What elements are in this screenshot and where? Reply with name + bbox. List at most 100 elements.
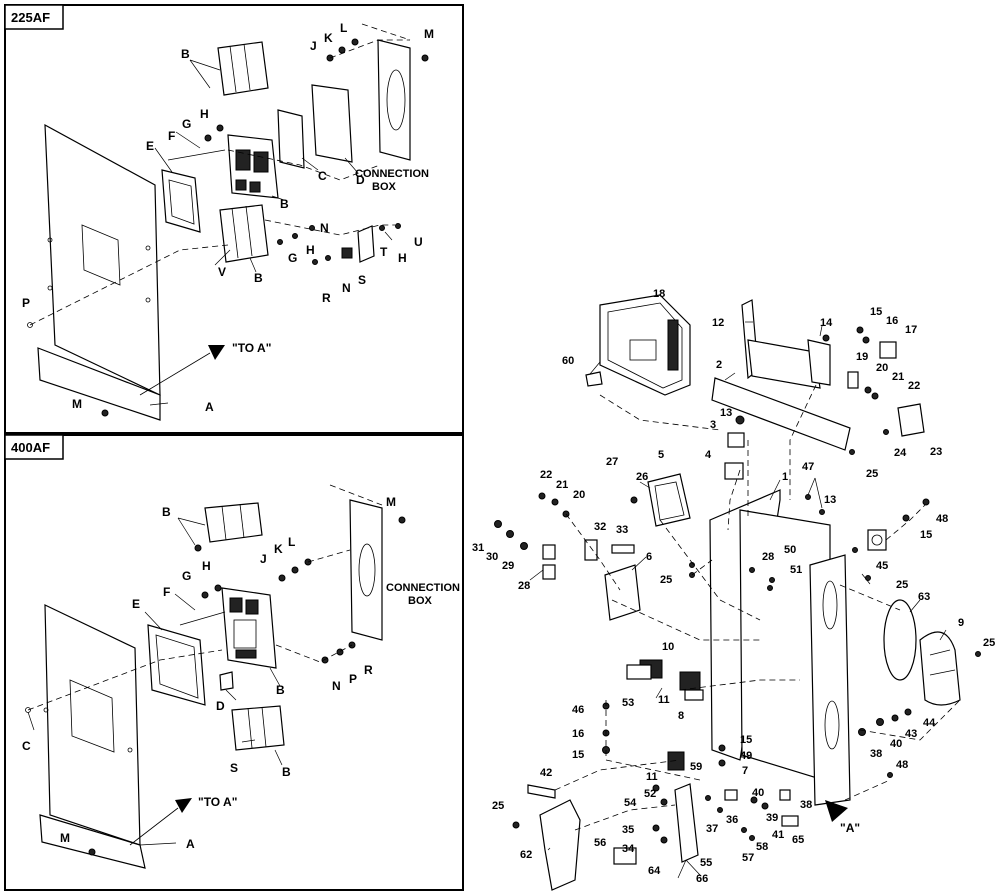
callout-m: M xyxy=(72,397,82,411)
callout-39: 39 xyxy=(766,812,778,824)
callout-65: 65 xyxy=(792,834,804,846)
callout-28: 28 xyxy=(762,551,774,563)
callout-25: 25 xyxy=(492,800,504,812)
terminal-cover-bottom-225 xyxy=(219,204,269,263)
callout-j: J xyxy=(260,552,267,566)
callout-g: G xyxy=(182,117,191,131)
part-65 xyxy=(781,815,799,827)
relay-17 xyxy=(879,341,897,359)
callout-34: 34 xyxy=(622,843,635,855)
callout-c: C xyxy=(318,169,327,183)
callout-j: J xyxy=(310,39,317,53)
callout-9: 9 xyxy=(958,617,964,629)
callout-60: 60 xyxy=(562,355,574,367)
callout-64: 64 xyxy=(648,865,661,877)
callout-25: 25 xyxy=(896,579,908,591)
clip-60 xyxy=(585,371,603,387)
callout-d: D xyxy=(356,173,365,187)
callout-n: N xyxy=(332,679,341,693)
callout-26: 26 xyxy=(636,471,648,483)
callout-7: 7 xyxy=(742,765,748,777)
callout-30: 30 xyxy=(486,551,498,563)
callout-41: 41 xyxy=(772,829,784,841)
hardware-400 xyxy=(25,516,406,856)
callout-62: 62 xyxy=(520,849,532,861)
terminal-board-55 xyxy=(674,783,699,863)
part-3 xyxy=(727,432,745,448)
callout-33: 33 xyxy=(616,524,628,536)
callout-22: 22 xyxy=(540,469,552,481)
callout-23: 23 xyxy=(930,446,942,458)
callout-r: R xyxy=(322,291,331,305)
callout-s: S xyxy=(230,761,238,775)
door-panel-400 xyxy=(39,604,146,869)
callout-25: 25 xyxy=(983,637,995,649)
part-11 xyxy=(679,671,701,691)
callout-22: 22 xyxy=(908,380,920,392)
callout-27: 27 xyxy=(606,456,618,468)
callout-44: 44 xyxy=(923,717,936,729)
callout-b: B xyxy=(162,505,171,519)
leader-lines-400 xyxy=(27,517,283,846)
mounting-bracket-225 xyxy=(311,84,353,163)
breaker-225 xyxy=(227,134,279,199)
callout-b: B xyxy=(280,197,289,211)
callout-40: 40 xyxy=(890,738,902,750)
callout-11: 11 xyxy=(646,771,658,783)
part-59 xyxy=(667,751,685,771)
callout-55: 55 xyxy=(700,857,712,869)
arrow-to-a-400 xyxy=(129,798,192,846)
callout-49: 49 xyxy=(740,750,752,762)
callout-k: K xyxy=(274,542,283,556)
callout-5: 5 xyxy=(658,449,664,461)
callout-s: S xyxy=(358,273,366,287)
arrow-to-a-225 xyxy=(139,345,225,396)
main-assembly: "A" 18 12 14 15 16 xyxy=(472,288,995,891)
part-28b xyxy=(542,564,556,580)
callout-6: 6 xyxy=(646,551,652,563)
callout-b: B xyxy=(181,47,190,61)
cover-9 xyxy=(919,631,961,706)
callout-58: 58 xyxy=(756,841,768,853)
callout-n: N xyxy=(342,281,351,295)
callout-13: 13 xyxy=(824,494,836,506)
callout-31: 31 xyxy=(472,542,484,554)
callout-b: B xyxy=(282,765,291,779)
callout-56: 56 xyxy=(594,837,606,849)
assembly-lines-400 xyxy=(27,484,383,711)
panel-400af-header: 400AF xyxy=(11,440,50,455)
callout-f: F xyxy=(163,585,170,599)
callout-35: 35 xyxy=(622,824,634,836)
callout-16: 16 xyxy=(886,315,898,327)
callout-50: 50 xyxy=(784,544,796,556)
to-a-label-225: "TO A" xyxy=(232,341,271,355)
callout-15: 15 xyxy=(572,749,584,761)
callout-l: L xyxy=(340,21,347,35)
callout-m: M xyxy=(60,831,70,845)
callout-14: 14 xyxy=(820,317,833,329)
callout-u: U xyxy=(414,235,423,249)
callout-a: A xyxy=(205,400,214,414)
callout-66: 66 xyxy=(696,873,708,885)
handle-frame-225 xyxy=(161,169,201,233)
callout-h: H xyxy=(202,559,211,573)
callouts-225: B J K L M G H F E C D B N G H U V B T H … xyxy=(22,21,434,414)
insulator-plate-225 xyxy=(277,109,305,169)
callout-k: K xyxy=(324,31,333,45)
callout-52: 52 xyxy=(644,788,656,800)
callout-c: C xyxy=(22,739,31,753)
callouts-main: 18 12 14 15 16 17 60 2 19 20 21 22 13 23… xyxy=(472,288,995,885)
controller-18 xyxy=(599,294,691,396)
callout-18: 18 xyxy=(653,288,665,300)
callout-47: 47 xyxy=(802,461,814,473)
callout-29: 29 xyxy=(502,560,514,572)
callout-57: 57 xyxy=(742,852,754,864)
part-28a xyxy=(542,544,556,560)
connection-box-label-400-line2: BOX xyxy=(408,595,433,607)
panel-225af: 225AF xyxy=(4,4,464,434)
gasket-63 xyxy=(883,599,917,681)
enclosure-1 xyxy=(709,489,851,806)
callout-20: 20 xyxy=(876,362,888,374)
callout-17: 17 xyxy=(905,324,917,336)
